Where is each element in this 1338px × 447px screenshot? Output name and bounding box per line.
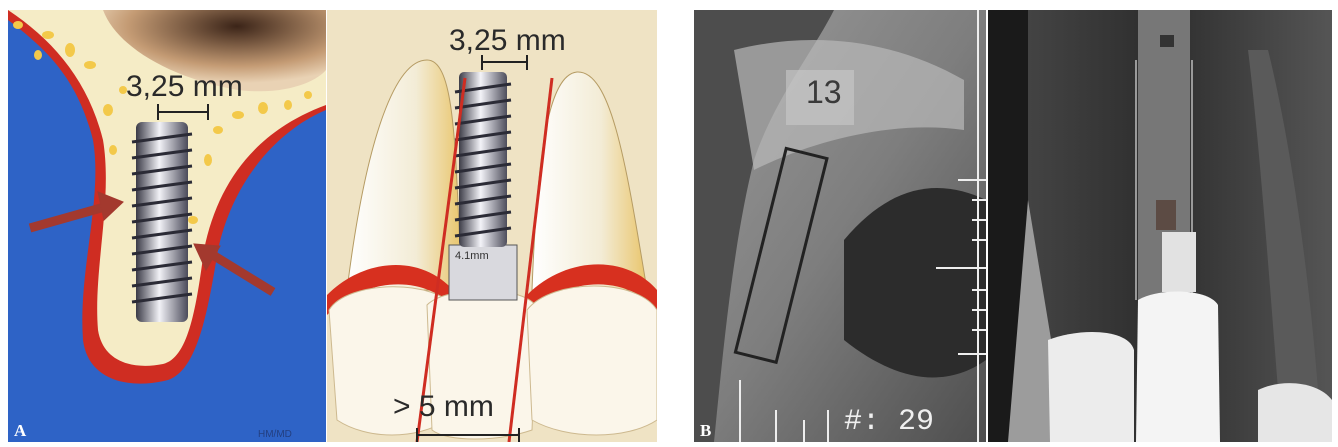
implant-head bbox=[1160, 35, 1174, 47]
implant-width-label-frontal: 3,25 mm bbox=[449, 24, 566, 58]
panel-letter-b: B bbox=[700, 421, 711, 441]
illustrator-credit: HM/MD bbox=[258, 429, 292, 440]
right-crown-radiopaque bbox=[1258, 383, 1332, 442]
right-crown bbox=[527, 286, 657, 435]
implant-body bbox=[132, 122, 192, 322]
interdental-gap-label: > 5 mm bbox=[393, 390, 494, 424]
tooth-number-label: 13 bbox=[806, 74, 842, 111]
panel-b-radiograph: 13 #: 29 B bbox=[694, 10, 986, 442]
left-crown-radiopaque bbox=[1048, 332, 1134, 442]
panel-b-periapical bbox=[988, 10, 1332, 442]
marker-number-label: #: 29 bbox=[844, 405, 934, 439]
panel-a-ridge-illustration: 3,25 mm A HM/MD bbox=[8, 10, 326, 442]
panel-a-frontal-illustration: 3,25 mm 4.1mm > 5 mm bbox=[327, 10, 657, 442]
periapical-image bbox=[988, 10, 1332, 442]
frontal-teeth-drawing bbox=[327, 10, 657, 442]
abutment-radiopaque bbox=[1162, 232, 1196, 292]
left-root bbox=[347, 60, 462, 290]
panel-letter-a: A bbox=[14, 421, 26, 441]
implant-width-label: 3,25 mm bbox=[126, 70, 243, 104]
implant-length-label: 4.1mm bbox=[455, 250, 489, 262]
implant-core bbox=[1156, 200, 1176, 230]
center-crown-radiopaque bbox=[1136, 292, 1220, 442]
